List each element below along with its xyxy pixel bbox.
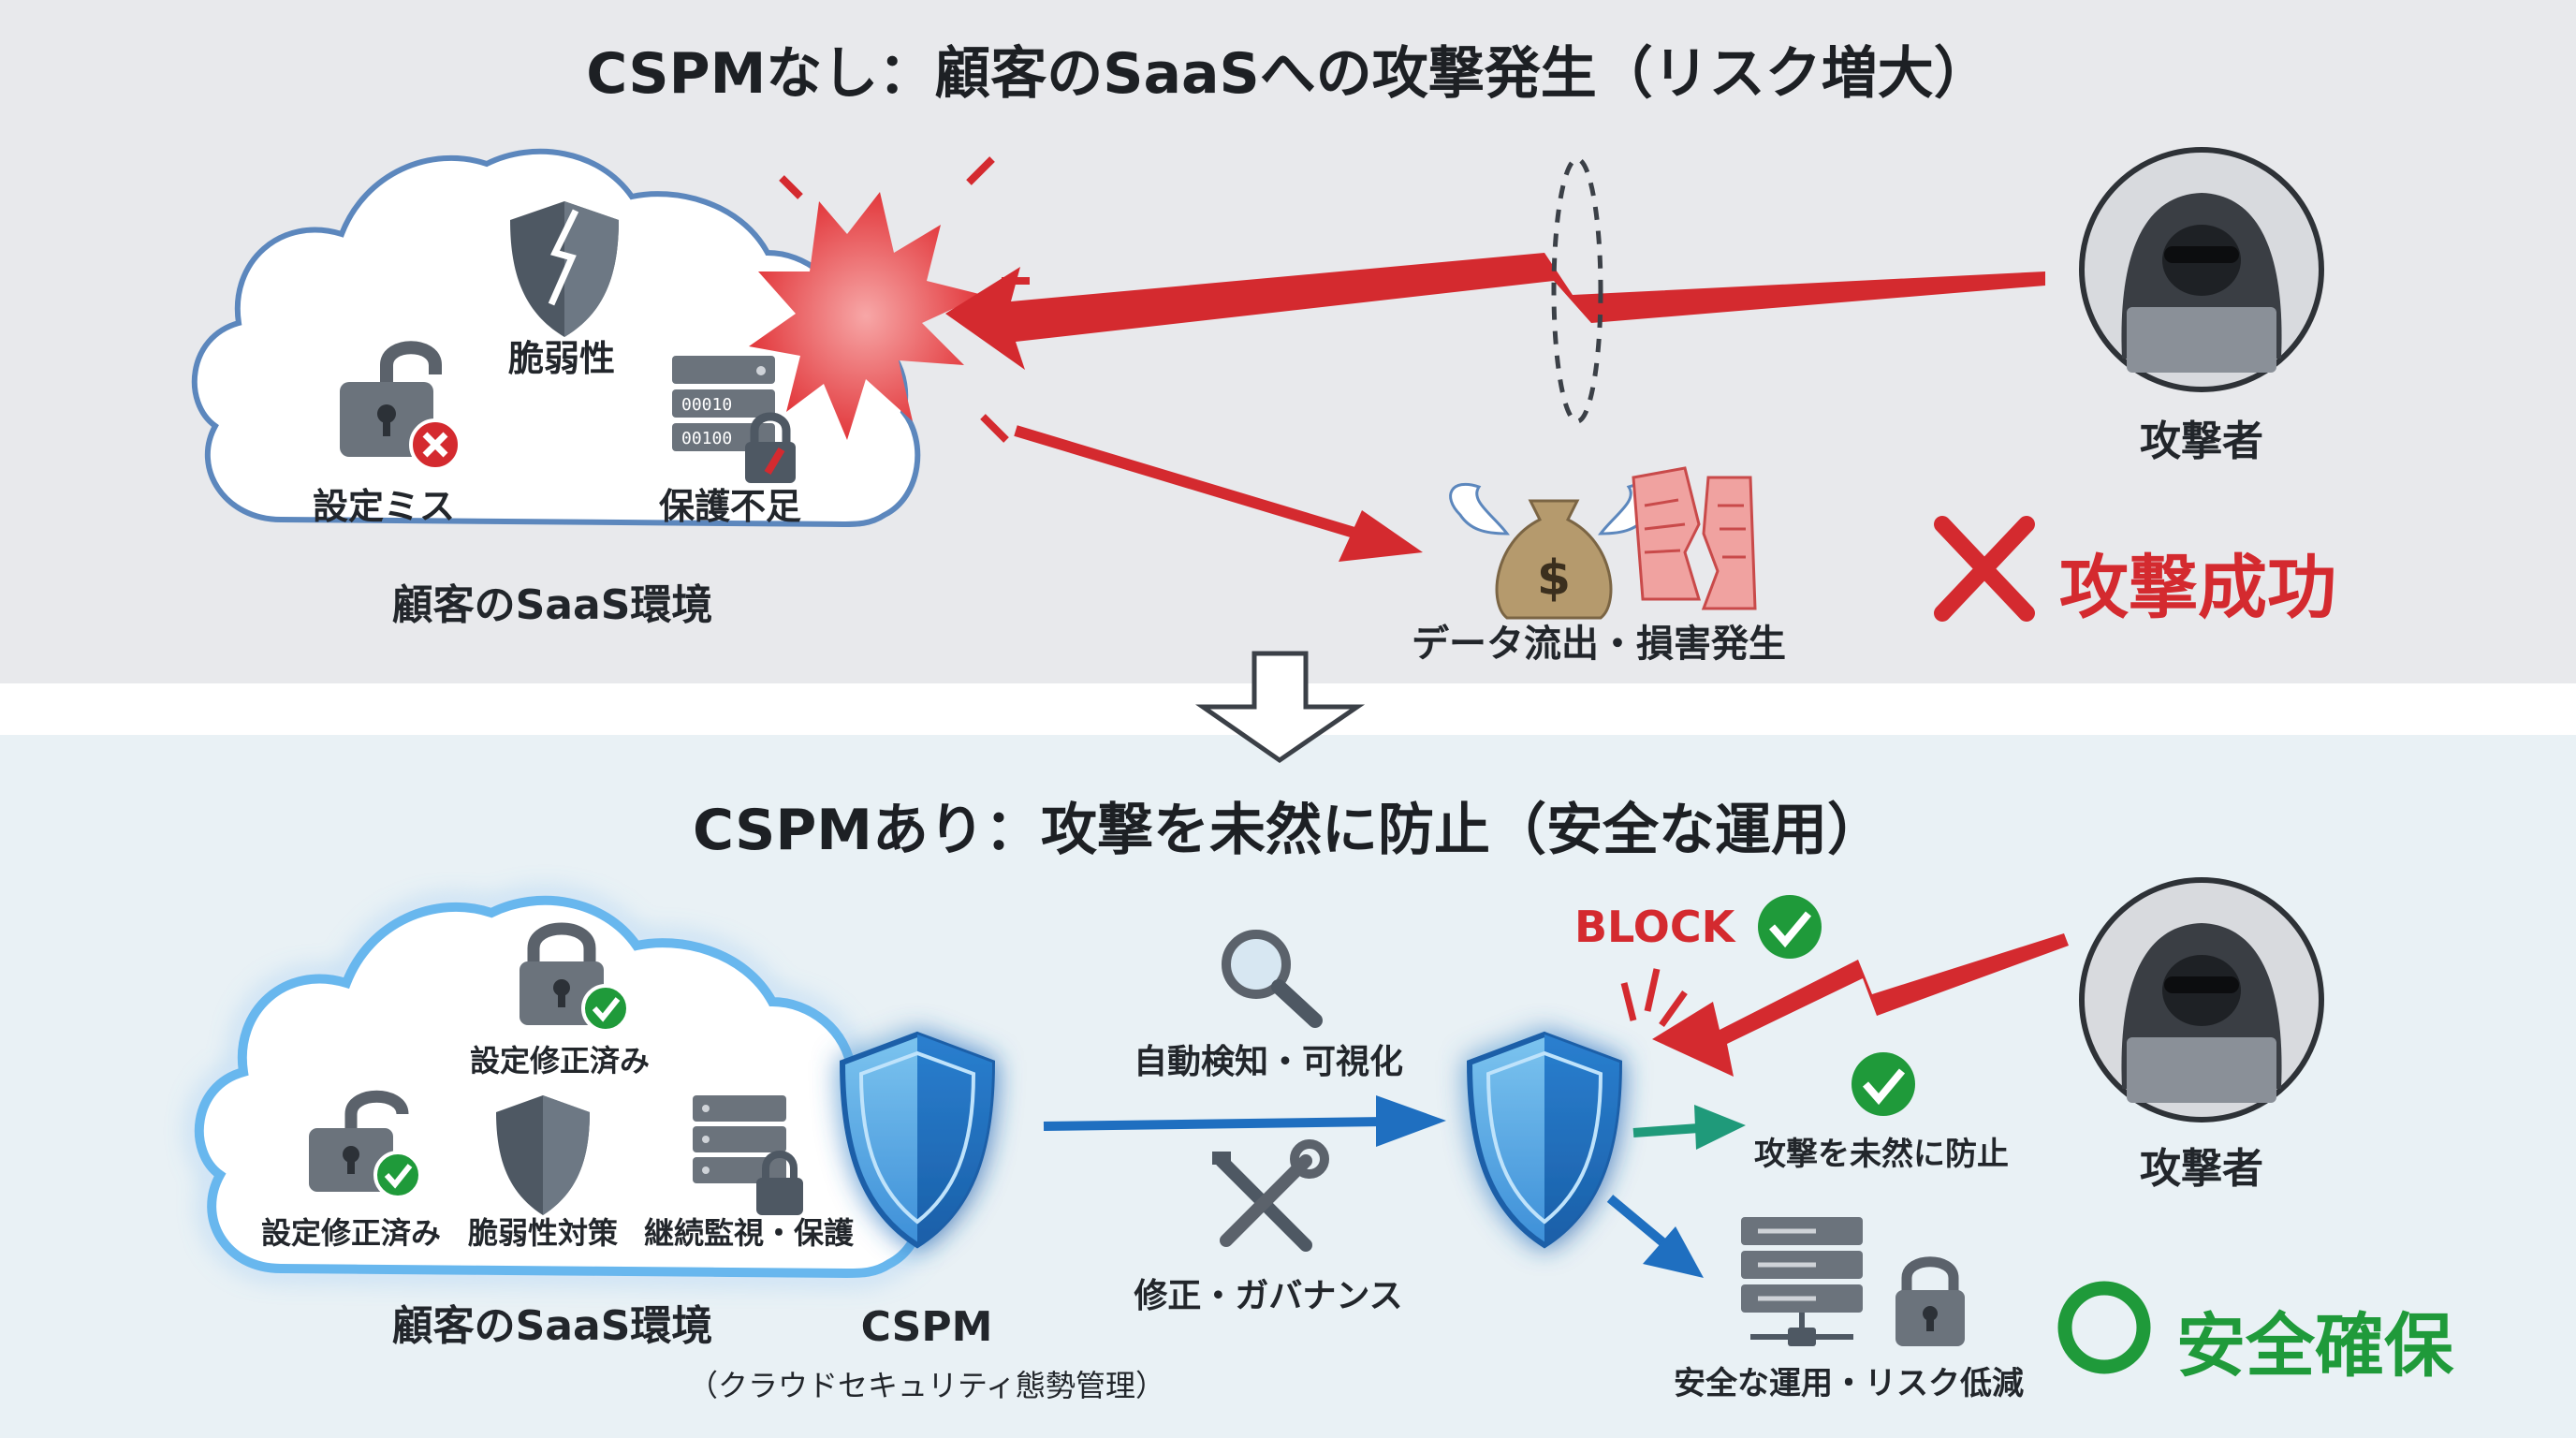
label-fixed-top: 設定修正済み bbox=[469, 1043, 651, 1078]
block-sparks bbox=[1620, 968, 1688, 1028]
label-fixed-left: 設定修正済み bbox=[260, 1215, 442, 1251]
block-label: BLOCK bbox=[1574, 902, 1735, 952]
block-shield-icon bbox=[1466, 1031, 1623, 1249]
server-text-2: 00100 bbox=[681, 429, 732, 448]
safe-lock-icon bbox=[1895, 1256, 1965, 1346]
safe-ops-arrow bbox=[1606, 1195, 1704, 1278]
cspm-label: CSPM bbox=[860, 1303, 993, 1351]
magnifier-icon bbox=[1222, 930, 1323, 1028]
top-title: CSPMなし：顧客のSaaSへの攻撃発生（リスク増大） bbox=[586, 41, 1990, 107]
detect-label: 自動検知・可視化 bbox=[1133, 1043, 1404, 1081]
attack-lightning-arrow bbox=[945, 253, 2045, 370]
server-monitor-icon bbox=[693, 1095, 803, 1215]
attacker-icon bbox=[2079, 147, 2324, 392]
safe-server-icon bbox=[1741, 1217, 1863, 1346]
top-attacker-label: 攻撃者 bbox=[2140, 418, 2263, 465]
bottom-cloud-label: 顧客のSaaS環境 bbox=[391, 1302, 713, 1350]
cspm-shield-icon bbox=[839, 1031, 996, 1249]
prevent-label: 攻撃を未然に防止 bbox=[1754, 1136, 2009, 1173]
bottom-attacker-label: 攻撃者 bbox=[2140, 1145, 2263, 1193]
prevent-check-icon bbox=[1852, 1052, 1915, 1116]
label-vuln-fixed: 脆弱性対策 bbox=[467, 1215, 619, 1251]
flying-money-icon: $ bbox=[1449, 482, 1659, 620]
safety-secured-label: 安全確保 bbox=[2176, 1306, 2453, 1387]
open-padlock-x-icon bbox=[340, 341, 461, 471]
cspm-flow-arrow bbox=[1043, 1095, 1446, 1147]
server-text-1: 00010 bbox=[681, 395, 732, 415]
attack-success-label: 攻撃成功 bbox=[2059, 548, 2336, 628]
fix-label: 修正・ガバナンス bbox=[1134, 1277, 1403, 1315]
shield-icon bbox=[496, 1095, 590, 1215]
locked-check-icon-top bbox=[520, 922, 630, 1033]
leak-arrow bbox=[1014, 425, 1423, 562]
open-lock-check-icon bbox=[309, 1090, 422, 1199]
success-circle-icon bbox=[2057, 1281, 2151, 1374]
top-cloud-label: 顧客のSaaS環境 bbox=[391, 581, 713, 629]
tools-icon bbox=[1212, 1139, 1329, 1252]
dashed-ring bbox=[1551, 156, 1603, 424]
failure-x-icon bbox=[1934, 516, 2035, 622]
attacker-icon-bottom bbox=[2079, 877, 2324, 1123]
label-misconfig: 設定ミス bbox=[312, 486, 456, 527]
transition-down-arrow bbox=[1195, 651, 1366, 764]
blocked-attack-arrow bbox=[1652, 933, 2069, 1077]
bottom-title: CSPMあり：攻撃を未然に防止（安全な運用） bbox=[692, 798, 1884, 863]
label-insufficient-protection: 保護不足 bbox=[658, 486, 802, 527]
safe-ops-label: 安全な運用・リスク低減 bbox=[1674, 1365, 2024, 1402]
label-vulnerability: 脆弱性 bbox=[507, 338, 616, 379]
money-symbol: $ bbox=[1537, 550, 1571, 607]
cspm-sub-label: （クラウドセキュリティ態勢管理） bbox=[687, 1368, 1166, 1403]
leak-label: データ流出・損害発生 bbox=[1412, 623, 1786, 666]
block-check-icon bbox=[1758, 895, 1822, 959]
prevent-arrow bbox=[1632, 1105, 1746, 1150]
broken-shield-icon bbox=[510, 201, 619, 337]
label-monitoring: 継続監視・保護 bbox=[643, 1215, 855, 1251]
torn-document-icon bbox=[1632, 466, 1757, 610]
